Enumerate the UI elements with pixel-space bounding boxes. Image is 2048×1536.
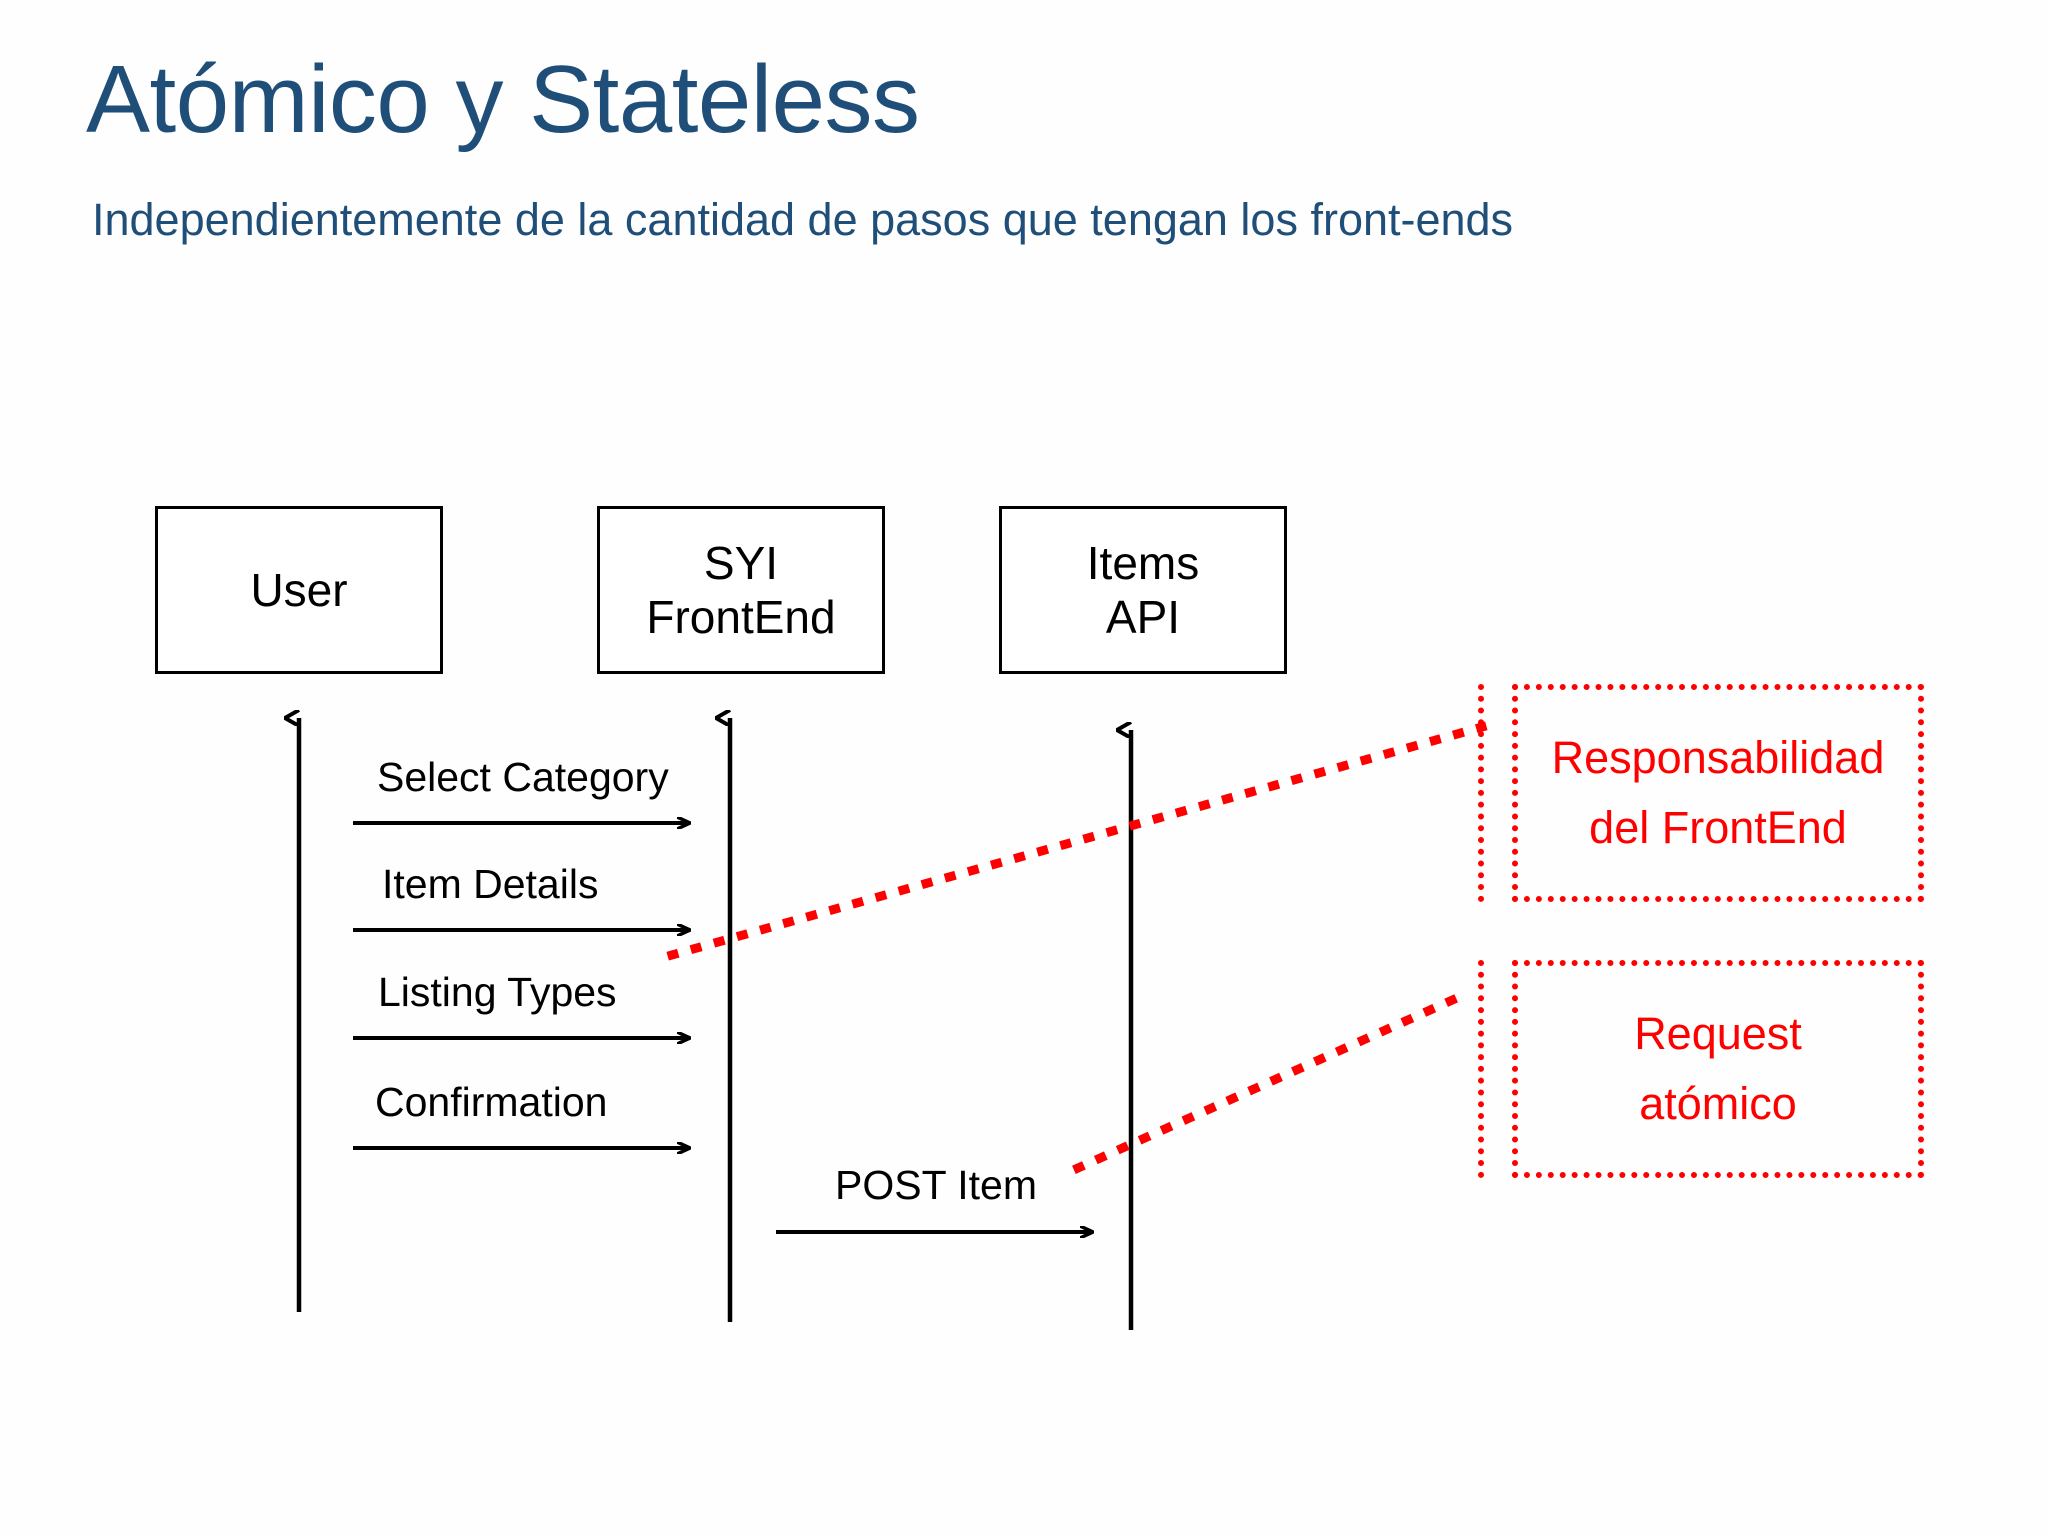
page-title: Atómico y Stateless — [86, 46, 920, 153]
message-label-select-category: Select Category — [377, 754, 669, 800]
participant-label-frontend: SYI FrontEnd — [646, 536, 836, 643]
annotation-line-2: atómico — [1639, 1078, 1797, 1129]
callout-leader-frontend — [666, 721, 1488, 961]
annotation-line-1: Request — [1634, 1008, 1802, 1060]
callout-leader-stub-atomic — [1478, 960, 1484, 1178]
message-label-confirmation: Confirmation — [375, 1079, 608, 1125]
annotation-line-2: del FrontEnd — [1589, 802, 1847, 853]
message-label-post-item: POST Item — [835, 1162, 1038, 1208]
annotation-atomic-request[interactable]: Request atómico — [1512, 960, 1924, 1178]
message-label-item-details: Item Details — [382, 861, 599, 907]
message-label-listing-types: Listing Types — [378, 969, 617, 1015]
callout-leader-atomic — [1072, 987, 1474, 1174]
participant-box-frontend[interactable]: SYI FrontEnd — [597, 506, 885, 674]
participant-label-api: Items API — [1086, 536, 1200, 643]
participant-label-user: User — [250, 563, 348, 616]
callout-leader-stub-frontend — [1478, 684, 1484, 902]
page-subtitle: Independientemente de la cantidad de pas… — [92, 194, 1514, 245]
annotation-line-1: Responsabilidad — [1551, 732, 1885, 784]
participant-box-api[interactable]: Items API — [999, 506, 1287, 674]
annotation-frontend-responsibility[interactable]: Responsabilidad del FrontEnd — [1512, 684, 1924, 902]
participant-box-user[interactable]: User — [155, 506, 443, 674]
